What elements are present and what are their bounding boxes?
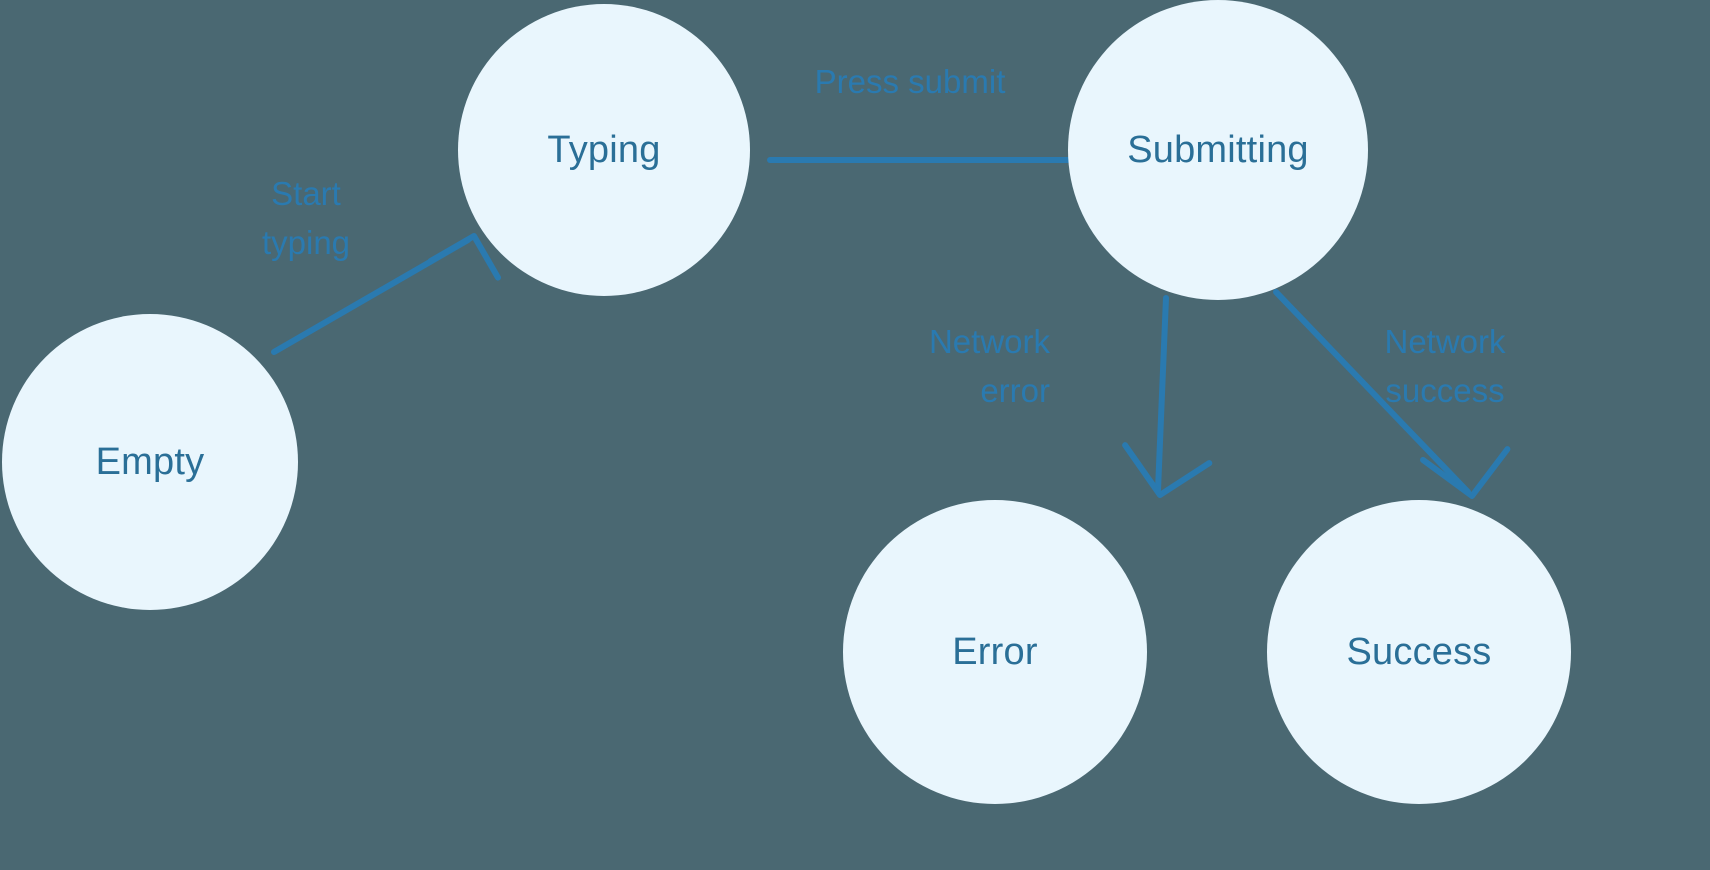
state-node-empty[interactable]: Empty <box>2 314 298 610</box>
edge-label-network-success: Network success <box>1384 323 1506 409</box>
state-node-label: Typing <box>547 129 661 171</box>
state-node-label: Success <box>1346 631 1492 673</box>
edge-label-network-error: Network error <box>928 323 1050 409</box>
state-node-label: Empty <box>95 441 205 483</box>
state-node-success[interactable]: Success <box>1267 500 1571 804</box>
edge-submitting-to-error <box>1122 295 1213 498</box>
state-node-label: Submitting <box>1127 129 1309 171</box>
edge-empty-to-typing <box>271 232 501 355</box>
edge-submitting-to-success <box>1273 289 1511 499</box>
state-node-label: Error <box>952 631 1038 673</box>
state-node-error[interactable]: Error <box>843 500 1147 804</box>
edge-label-press-submit: Press submit <box>814 63 1006 100</box>
state-node-typing[interactable]: Typing <box>458 4 750 296</box>
state-node-submitting[interactable]: Submitting <box>1068 0 1368 300</box>
edge-label-start-typing: Start typing <box>261 175 351 261</box>
